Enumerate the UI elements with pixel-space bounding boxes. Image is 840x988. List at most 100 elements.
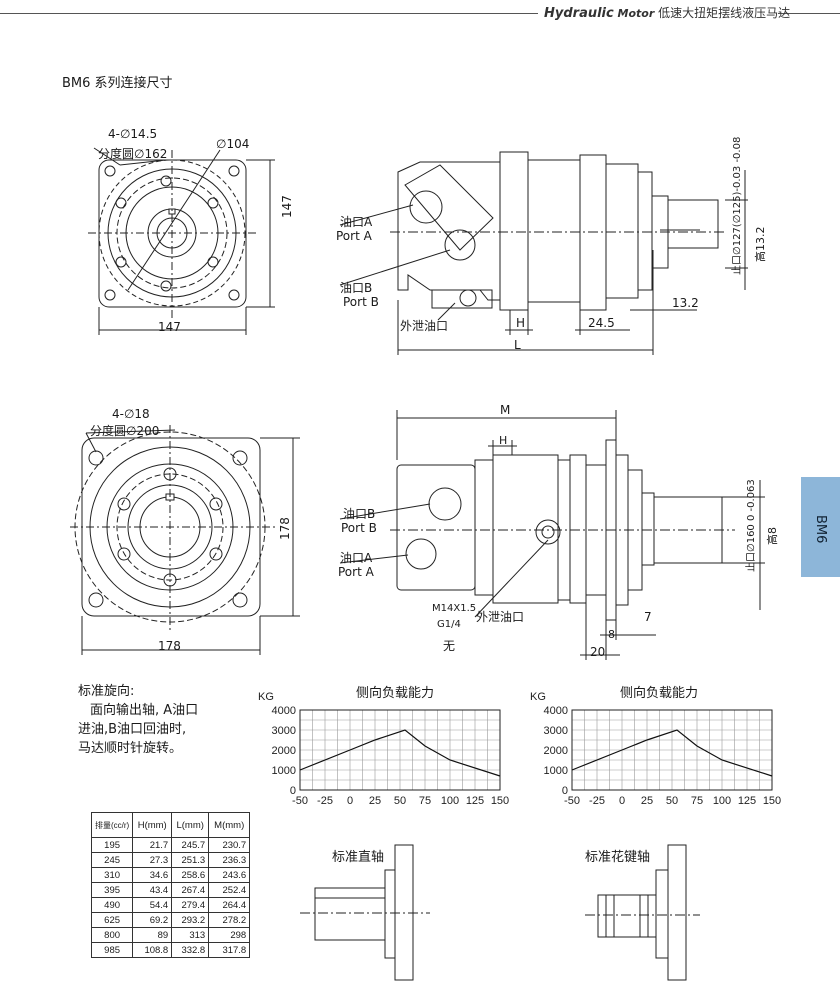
rotation-title: 标准旋向: <box>78 684 135 699</box>
header-rule-right <box>778 13 840 14</box>
y-tick-label: 4000 <box>544 705 568 717</box>
table-cell: 625 <box>90 912 134 928</box>
table-cell: 43.4 <box>132 882 173 898</box>
table-cell: 251.3 <box>171 852 210 868</box>
x-tick-label: 25 <box>641 795 653 807</box>
chart-frame <box>299 709 501 791</box>
table-cell: 230.7 <box>208 837 251 853</box>
table-cell: 332.8 <box>171 942 210 958</box>
x-tick-label: 50 <box>666 795 678 807</box>
none-label: 无 <box>443 639 456 653</box>
table-cell: 236.3 <box>208 852 251 868</box>
table-cell: 108.8 <box>132 942 173 958</box>
y-tick-label: 1000 <box>272 765 296 777</box>
x-tick-label: -50 <box>564 795 580 807</box>
x-tick-label: 150 <box>491 795 509 807</box>
table-cell: 245.7 <box>171 837 210 853</box>
section-title: BM6 系列连接尺寸 <box>62 76 173 91</box>
table-cell: 21.7 <box>132 837 173 853</box>
dim-20: 20 <box>590 645 606 659</box>
x-tick-label: 25 <box>369 795 381 807</box>
table-cell: 313 <box>171 927 210 943</box>
spec-header-0: 排量(cc/r) <box>90 812 134 838</box>
table-cell: 245 <box>90 852 134 868</box>
table-cell: 293.2 <box>171 912 210 928</box>
x-tick-label: 150 <box>763 795 781 807</box>
table-cell: 298 <box>208 927 251 943</box>
rotation-note: 标准旋向: 面向输出轴, A油口 进油,B油口回油时, 马达顺时针旋转。 <box>78 682 198 758</box>
y-tick-label: 3000 <box>272 725 296 737</box>
x-tick-label: 75 <box>691 795 703 807</box>
x-tick-label: -50 <box>292 795 308 807</box>
y-tick-label: 1000 <box>544 765 568 777</box>
port-b-en-2: Port B <box>341 521 377 535</box>
front-view-2 <box>70 425 300 655</box>
dim-dia-1: ∅104 <box>216 137 250 151</box>
chart-1-title: 侧向负载能力 <box>356 686 435 701</box>
drain-label-1: 外泄油口 <box>400 319 449 333</box>
y-tick-label: 4000 <box>272 705 296 717</box>
brand-sub: Motor <box>617 7 655 20</box>
brand: Hydraulic <box>544 6 614 21</box>
table-cell: 258.6 <box>171 867 210 883</box>
x-tick-label: 125 <box>466 795 484 807</box>
port-a-label-1: 油口A <box>340 215 373 229</box>
table-cell: 985 <box>90 942 134 958</box>
side-tab[interactable]: BM6 <box>801 477 840 577</box>
header-rule-left <box>0 13 538 14</box>
port-b-label-2: 油口B <box>343 507 376 521</box>
port-a-en-2: Port A <box>338 565 374 579</box>
table-cell: 279.4 <box>171 897 210 913</box>
chart-2-title: 侧向负载能力 <box>620 686 699 701</box>
port-a-label-2: 油口A <box>340 551 373 565</box>
dim-L-1: L <box>514 338 521 352</box>
side-view-1 <box>339 151 748 355</box>
rotation-line2: 进油,B油口回油时, <box>78 722 187 737</box>
table-cell: 310 <box>90 867 134 883</box>
y-tick-label: 2000 <box>544 745 568 757</box>
table-cell: 89 <box>132 927 173 943</box>
table-cell: 243.6 <box>208 867 251 883</box>
table-cell: 267.4 <box>171 882 210 898</box>
y-tick-label: 0 <box>562 785 568 797</box>
thread-label: M14X1.5 <box>432 603 477 614</box>
y-tick-label: 3000 <box>544 725 568 737</box>
tagline: 低速大扭矩摆线液压马达 <box>658 6 791 20</box>
g-label: G1/4 <box>437 619 461 630</box>
x-tick-label: -25 <box>317 795 333 807</box>
table-cell: 317.8 <box>208 942 251 958</box>
dim-H-1: H <box>516 316 526 330</box>
dim-holes-1: 4-∅14.5 <box>108 127 158 141</box>
x-tick-label: 75 <box>419 795 431 807</box>
standard-shaft-label: 标准直轴 <box>332 850 385 865</box>
load-curve <box>571 729 773 777</box>
dim-24-5: 24.5 <box>588 316 615 330</box>
x-tick-label: 100 <box>713 795 731 807</box>
dim-8: 8 <box>608 628 615 641</box>
table-cell: 395 <box>90 882 134 898</box>
side-view-2 <box>339 410 765 660</box>
side-tab-label: BM6 <box>813 515 828 544</box>
rotation-line3: 马达顺时针旋转。 <box>78 741 183 756</box>
table-cell: 54.4 <box>132 897 173 913</box>
x-tick-label: 50 <box>394 795 406 807</box>
dim-H-2: H <box>499 434 508 447</box>
table-cell: 252.4 <box>208 882 251 898</box>
drain-label-2: 外泄油口 <box>476 610 525 624</box>
table-cell: 27.3 <box>132 852 173 868</box>
spec-header-2: L(mm) <box>171 812 210 838</box>
x-tick-label: 100 <box>441 795 459 807</box>
x-tick-label: 0 <box>347 795 353 807</box>
header-title: Hydraulic Motor 低速大扭矩摆线液压马达 <box>544 4 790 21</box>
spec-header-3: M(mm) <box>208 812 251 838</box>
spline-shaft-drawing <box>585 844 700 981</box>
